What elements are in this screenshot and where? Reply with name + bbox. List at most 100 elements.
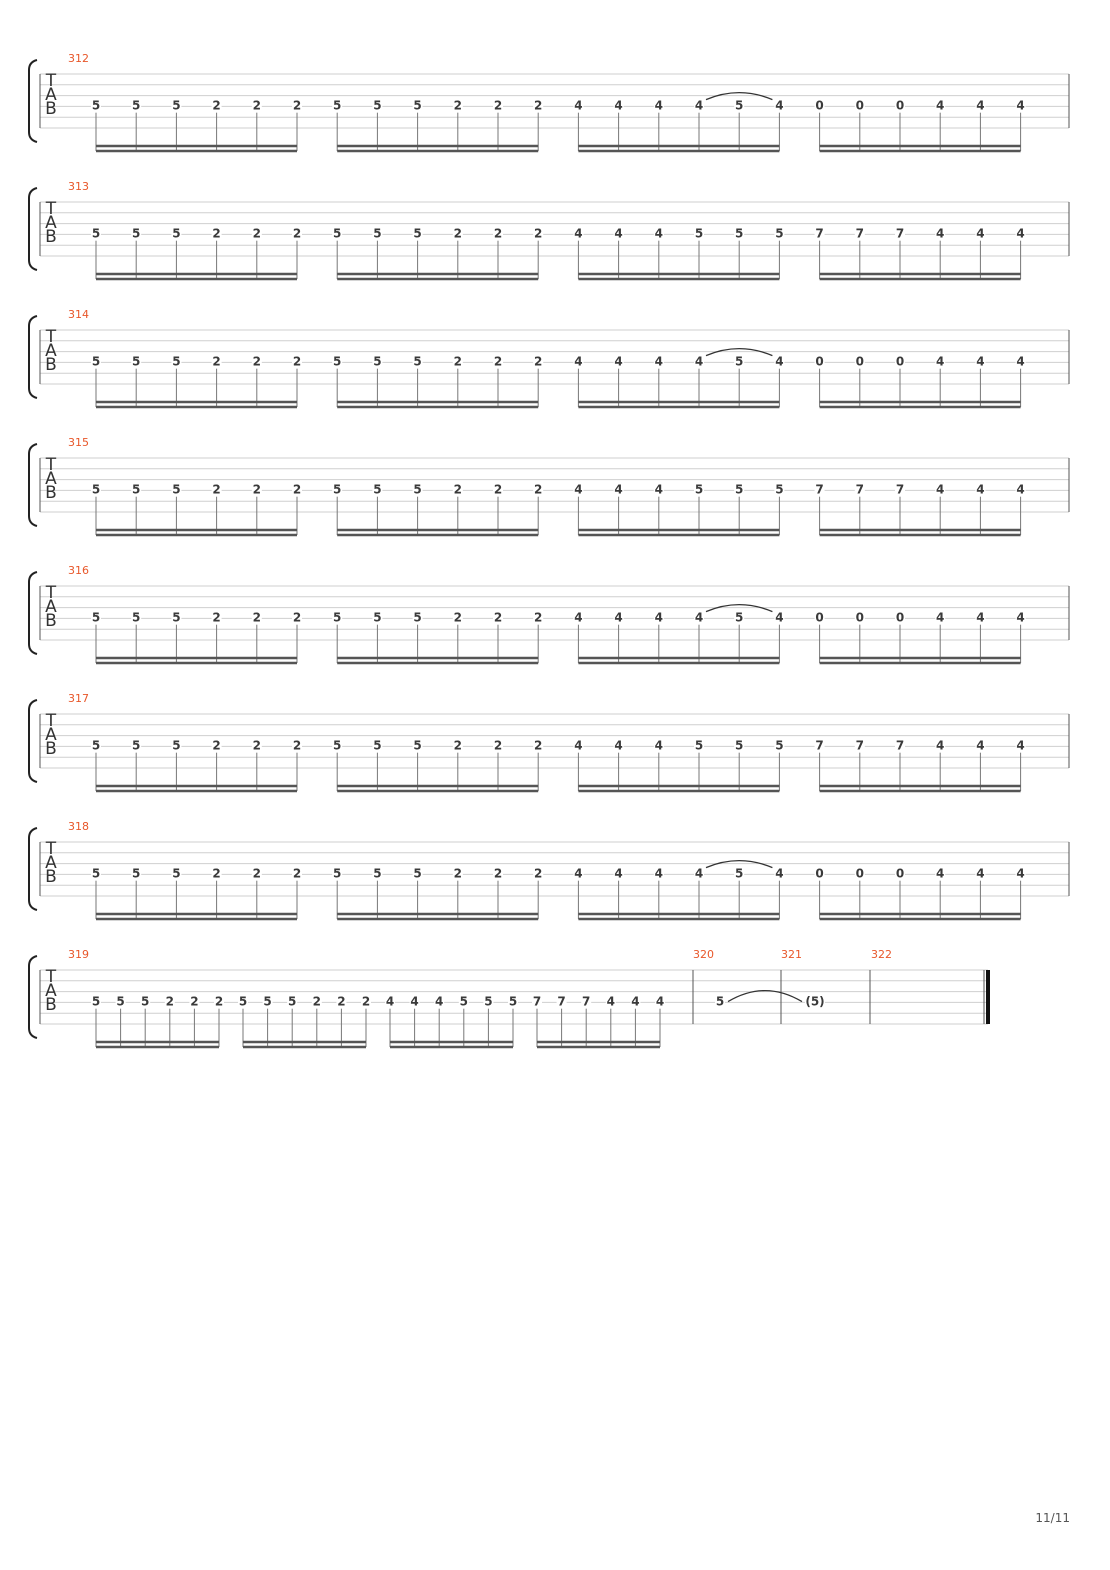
fret-bg <box>372 98 383 113</box>
fret-number: 2 <box>534 739 542 753</box>
fret-bg <box>854 482 865 497</box>
fret-bg <box>854 610 865 625</box>
fret-bg <box>211 226 222 241</box>
fret-number: 4 <box>574 227 582 241</box>
fret-bg <box>91 482 101 497</box>
fret-number: 4 <box>775 611 783 625</box>
fret-number: 5 <box>373 739 381 753</box>
fret-number: 2 <box>253 739 261 753</box>
fret-number: 4 <box>410 995 418 1009</box>
fret-number: 4 <box>574 867 582 881</box>
fret-number: 5 <box>288 995 296 1009</box>
fret-bg <box>935 738 946 753</box>
fret-number: 5 <box>92 739 100 753</box>
system-bracket <box>28 955 38 1039</box>
fret-number: 5 <box>92 355 100 369</box>
fret-number: 4 <box>1016 99 1024 113</box>
fret-bg <box>533 610 544 625</box>
fret-bg <box>131 866 142 881</box>
fret-number: 4 <box>936 611 944 625</box>
fret-number: 5 <box>373 99 381 113</box>
tie-arc <box>705 604 773 613</box>
fret-number: 4 <box>655 227 663 241</box>
fret-bg <box>171 354 182 369</box>
tab-clef-letter: T <box>45 711 57 731</box>
tab-clef-letter: A <box>45 85 57 105</box>
fret-number: 7 <box>896 739 904 753</box>
fret-bg <box>332 866 343 881</box>
fret-bg <box>975 610 986 625</box>
fret-bg <box>613 226 624 241</box>
fret-number: 5 <box>92 995 100 1009</box>
fret-bg <box>311 994 322 1009</box>
fret-bg <box>694 866 704 881</box>
fret-number: 5 <box>172 227 180 241</box>
fret-number: 4 <box>574 355 582 369</box>
system-bracket <box>28 187 38 271</box>
tab-clef-letter: B <box>45 739 57 759</box>
fret-number: 4 <box>976 867 984 881</box>
fret-number: 5 <box>263 995 271 1009</box>
fret-number: 5 <box>92 483 100 497</box>
tab-clef-letter: B <box>45 355 57 375</box>
fret-number: 4 <box>614 867 622 881</box>
fret-number: 4 <box>976 611 984 625</box>
fret-bg <box>814 738 825 753</box>
fret-number: 0 <box>856 355 864 369</box>
fret-bg <box>171 98 182 113</box>
fret-number: 5 <box>413 355 421 369</box>
fret-number: 2 <box>534 483 542 497</box>
fret-bg <box>211 354 222 369</box>
tab-clef-letter: T <box>45 839 57 859</box>
fret-bg <box>131 610 142 625</box>
fret-bg <box>91 994 101 1009</box>
fret-bg <box>533 226 544 241</box>
fret-number: 4 <box>655 355 663 369</box>
fret-number: 4 <box>614 99 622 113</box>
fret-bg <box>805 994 825 1009</box>
fret-bg <box>613 738 624 753</box>
system-bracket <box>28 699 38 783</box>
fret-number: 7 <box>815 483 823 497</box>
fret-bg <box>332 354 343 369</box>
fret-number: 4 <box>695 355 703 369</box>
fret-number: 2 <box>215 995 223 1009</box>
fret-bg <box>211 610 222 625</box>
fret-number: 5 <box>413 611 421 625</box>
fret-number: 5 <box>141 995 149 1009</box>
tab-clef-letter: A <box>45 597 57 617</box>
fret-bg <box>774 482 785 497</box>
fret-bg <box>361 994 371 1009</box>
fret-number: (5) <box>805 995 824 1009</box>
fret-bg <box>694 610 704 625</box>
fret-bg <box>292 354 302 369</box>
fret-number: 2 <box>190 995 198 1009</box>
fret-bg <box>493 226 503 241</box>
fret-bg <box>653 866 664 881</box>
fret-bg <box>581 994 592 1009</box>
fret-number: 2 <box>454 355 462 369</box>
fret-number: 2 <box>534 867 542 881</box>
fret-number: 5 <box>373 867 381 881</box>
fret-number: 4 <box>976 739 984 753</box>
fret-number: 2 <box>212 739 220 753</box>
fret-number: 4 <box>976 99 984 113</box>
fret-number: 0 <box>856 867 864 881</box>
fret-number: 7 <box>815 227 823 241</box>
fret-number: 4 <box>574 99 582 113</box>
fret-number: 2 <box>293 867 301 881</box>
fret-number: 5 <box>172 483 180 497</box>
fret-bg <box>131 226 142 241</box>
fret-number: 4 <box>614 739 622 753</box>
tab-clef-letter: A <box>45 341 57 361</box>
tab-clef-letter: B <box>45 867 57 887</box>
fret-bg <box>493 610 503 625</box>
fret-number: 4 <box>655 483 663 497</box>
tie-arc <box>705 92 773 101</box>
fret-number: 2 <box>494 611 502 625</box>
fret-number: 5 <box>413 739 421 753</box>
fret-bg <box>412 226 423 241</box>
fret-number: 4 <box>1016 227 1024 241</box>
fret-number: 2 <box>362 995 370 1009</box>
fret-bg <box>854 98 865 113</box>
